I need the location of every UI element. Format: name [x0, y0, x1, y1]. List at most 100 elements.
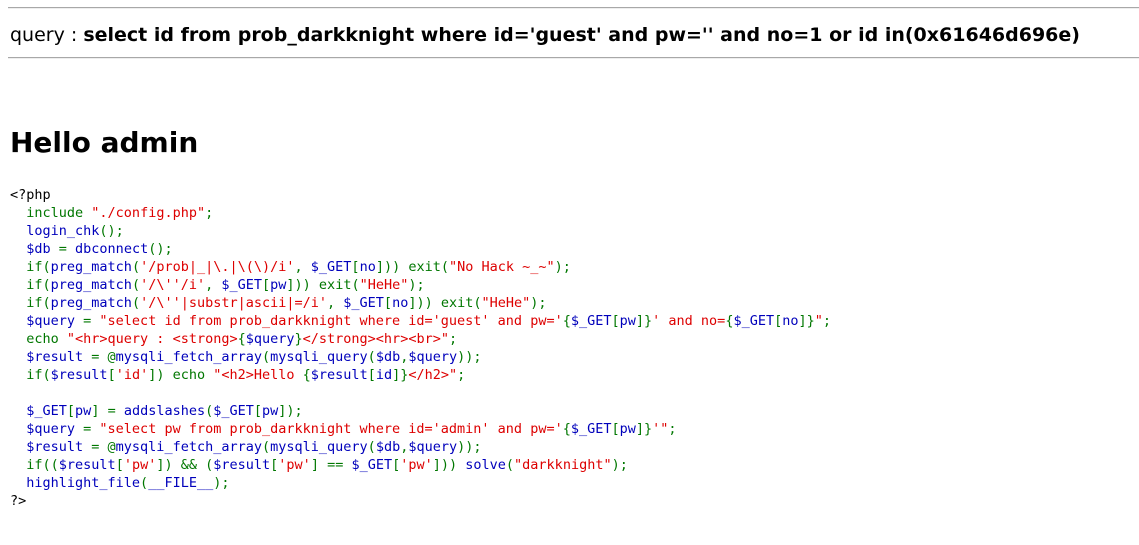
- code-token: 'pw': [123, 457, 157, 473]
- code-token: [: [611, 421, 620, 437]
- code-token: if(: [26, 277, 51, 293]
- code-token: $_GET: [310, 259, 352, 275]
- code-token: if(: [26, 295, 51, 311]
- code-token: );: [554, 259, 571, 275]
- code-line: $result = @mysqli_fetch_array(mysqli_que…: [10, 348, 831, 366]
- code-token: $query: [245, 331, 295, 347]
- code-token: $result: [58, 457, 116, 473]
- code-token: $_GET: [221, 277, 263, 293]
- code-token: $query: [408, 349, 458, 365]
- code-token: preg_match: [50, 277, 132, 293]
- code-token: (: [131, 259, 141, 275]
- code-token: 'pw': [400, 457, 433, 473]
- code-token: "./config.php": [91, 205, 206, 221]
- code-token: ] ==: [310, 457, 352, 473]
- code-token: [10, 457, 26, 473]
- code-token: ));: [457, 439, 482, 455]
- code-token: );: [408, 277, 425, 293]
- code-token: "No Hack ~_~": [448, 259, 555, 275]
- code-token: $result: [50, 367, 108, 383]
- code-token: ;: [457, 367, 466, 383]
- code-line: [10, 384, 831, 402]
- code-token: ();: [99, 223, 124, 239]
- code-token: dbconnect: [75, 241, 149, 257]
- code-token: [10, 367, 26, 383]
- code-token: );: [611, 457, 628, 473]
- code-token: $result: [213, 457, 271, 473]
- code-token: [: [253, 403, 263, 419]
- code-token: $_GET: [570, 313, 612, 329]
- code-token: );: [213, 475, 230, 491]
- code-token: [: [611, 313, 620, 329]
- code-token: [: [66, 403, 76, 419]
- code-line: $query = "select pw from prob_darkknight…: [10, 420, 831, 438]
- code-line: $db = dbconnect();: [10, 240, 831, 258]
- code-token: ": [814, 313, 823, 329]
- code-token: =: [83, 313, 100, 329]
- code-token: $db: [375, 439, 401, 455]
- code-token: [: [262, 277, 271, 293]
- code-token: $query: [10, 421, 84, 437]
- code-token: "<h2>Hello: [213, 367, 303, 383]
- code-token: ] =: [91, 403, 124, 419]
- code-token: (: [261, 439, 271, 455]
- code-token: "darkknight": [514, 457, 612, 473]
- code-token: [: [115, 457, 124, 473]
- code-token: ;: [448, 331, 458, 347]
- code-token: __FILE__: [148, 475, 214, 491]
- query-label: query :: [10, 24, 84, 46]
- code-token: ])) exit(: [286, 277, 360, 293]
- code-token: no: [782, 313, 799, 329]
- code-token: "HeHe": [481, 295, 531, 311]
- code-token: $_GET: [351, 457, 393, 473]
- code-token: [10, 295, 26, 311]
- code-token: addslashes: [123, 403, 206, 419]
- code-token: $_GET: [213, 403, 254, 419]
- code-token: '": [652, 421, 669, 437]
- code-token: no: [392, 295, 409, 311]
- code-token: (: [140, 475, 149, 491]
- query-sql: select id from prob_darkknight where id=…: [83, 24, 1080, 46]
- code-token: [10, 259, 26, 275]
- code-token: = @: [91, 439, 116, 455]
- code-token: pw: [262, 403, 279, 419]
- code-token: [: [392, 457, 401, 473]
- code-token: '/\''/i': [140, 277, 206, 293]
- code-token: = @: [91, 349, 116, 365]
- code-token: ,: [294, 259, 311, 275]
- code-token: 'pw': [278, 457, 311, 473]
- code-token: ;: [205, 205, 214, 221]
- code-line: <?php: [10, 186, 831, 204]
- code-token: $_GET: [343, 295, 384, 311]
- code-token: </h2>": [408, 367, 458, 383]
- code-token: '/\''|substr|ascii|=/i': [140, 295, 328, 311]
- code-token: [10, 331, 26, 347]
- code-token: $_GET: [570, 421, 612, 437]
- code-token: ]}: [392, 367, 409, 383]
- code-token: echo: [26, 331, 67, 347]
- code-token: {: [302, 367, 311, 383]
- code-token: $db: [10, 241, 59, 257]
- code-token: }: [294, 331, 303, 347]
- code-token: $_GET: [733, 313, 775, 329]
- code-token: (: [505, 457, 515, 473]
- code-token: "HeHe": [359, 277, 409, 293]
- code-token: preg_match: [50, 295, 132, 311]
- code-token: no: [359, 259, 376, 275]
- code-line: highlight_file(__FILE__);: [10, 474, 831, 492]
- code-token: if(: [26, 259, 51, 275]
- code-token: (: [205, 403, 214, 419]
- code-token: [10, 385, 18, 401]
- code-token: highlight_file: [10, 475, 141, 491]
- code-token: pw: [270, 277, 287, 293]
- code-line: if(($result['pw']) && ($result['pw'] == …: [10, 456, 831, 474]
- code-token: ?>: [10, 493, 27, 509]
- code-line: $result = @mysqli_fetch_array(mysqli_que…: [10, 438, 831, 456]
- code-token: mysqli_fetch_array: [115, 439, 262, 455]
- result-heading: Hello admin: [10, 126, 199, 159]
- code-token: (: [131, 295, 141, 311]
- code-token: [: [367, 367, 376, 383]
- code-token: mysqli_query: [270, 439, 368, 455]
- code-token: ,: [327, 295, 344, 311]
